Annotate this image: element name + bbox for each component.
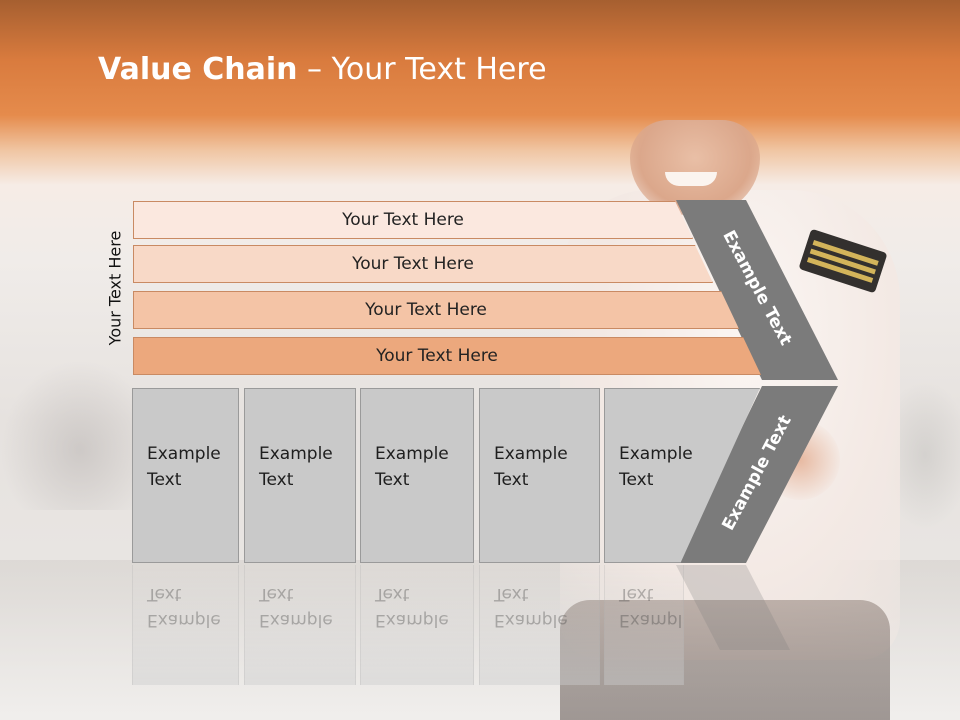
bar-3-label: Your Text Here: [365, 300, 487, 320]
column-4-line1: Example: [494, 444, 568, 464]
column-2-line1: Example: [259, 444, 333, 464]
chevron-reflection-shape: [676, 565, 790, 650]
bar-1-label: Your Text Here: [342, 210, 464, 230]
pilot-face: [630, 120, 760, 215]
pilot-trousers: [560, 600, 890, 720]
column-1-line2: Text: [147, 470, 182, 490]
bar-2-label: Your Text Here: [352, 254, 474, 274]
bar-2[interactable]: Your Text Here: [133, 245, 713, 283]
column-1[interactable]: Example Text: [132, 388, 239, 563]
bar-1[interactable]: Your Text Here: [133, 201, 693, 239]
slide-title[interactable]: Value Chain – Your Text Here: [98, 52, 547, 87]
column-1-line1: Example: [147, 444, 221, 464]
column-5-line1: Example: [619, 444, 693, 464]
column-3-line1: Example: [375, 444, 449, 464]
bar-4-label: Your Text Here: [376, 346, 498, 366]
column-3-line2: Text: [375, 470, 410, 490]
column-2-line2: Text: [259, 470, 294, 490]
column-3[interactable]: Example Text: [360, 388, 474, 563]
chevron-lower-shape: [676, 386, 838, 563]
column-5-line2: Text: [619, 470, 654, 490]
bar-3[interactable]: Your Text Here: [133, 291, 739, 329]
pilot-smile: [665, 172, 717, 186]
column-4[interactable]: Example Text: [479, 388, 600, 563]
title-bold: Value Chain: [98, 52, 298, 87]
title-rest: – Your Text Here: [297, 52, 547, 87]
chevron-upper-shape: [676, 200, 838, 380]
column-4-line2: Text: [494, 470, 529, 490]
column-2[interactable]: Example Text: [244, 388, 356, 563]
bar-4[interactable]: Your Text Here: [133, 337, 761, 375]
